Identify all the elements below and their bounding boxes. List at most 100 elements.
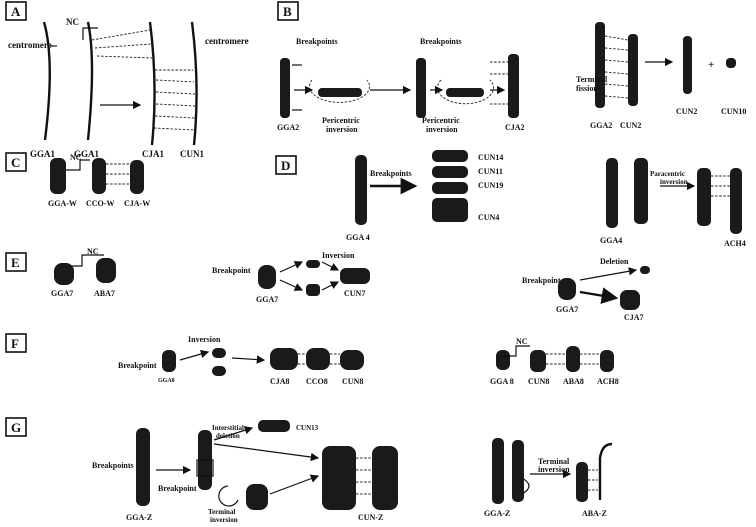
aba8-chromosome [566, 346, 580, 372]
panel-a-nc-bracket [82, 27, 98, 40]
cun11-label: CUN11 [478, 167, 503, 176]
paracentric-label: Paracentric [650, 170, 685, 178]
cun7-chromosome [340, 268, 370, 284]
cun10-label: CUN10 [721, 107, 746, 116]
panel-a-nc-label: NC [66, 17, 79, 27]
panel-c: C NC GGA-W CCO-W CJA-W [5, 152, 150, 208]
pericentric-a-label: Pericentric [322, 116, 360, 125]
gga1-a-label: GGA1 [30, 149, 56, 159]
aba7-chromosome [96, 258, 116, 283]
cja2-chromosome [508, 54, 519, 118]
e-inversion-label: Inversion [322, 251, 355, 260]
centromere-right-label: centromere [205, 36, 249, 46]
panel-g-label-box [5, 417, 27, 437]
cun8-b-chromosome [530, 350, 546, 372]
g-deletion-label: deletion [216, 432, 240, 440]
gga-z-label: GGA-Z [126, 513, 152, 522]
gga4-label: GGA 4 [346, 233, 370, 242]
cun2-a-chromosome [628, 34, 638, 106]
e-inverted-fragment [306, 260, 320, 268]
g-inversion-loop [521, 477, 530, 495]
ach4-chromosome [730, 168, 742, 234]
panel-c-homology-lines [106, 163, 130, 185]
panel-d-label-box [275, 155, 297, 175]
panel-b-label-box [277, 1, 299, 21]
cun19-label: CUN19 [478, 181, 503, 190]
e-nc-label: NC [87, 247, 99, 256]
f-breakpoint-label: Breakpoint [118, 361, 157, 370]
cja1-label: CJA1 [142, 149, 164, 159]
inversion-a-label: inversion [326, 125, 358, 134]
gga8-b-label: GGA 8 [490, 377, 514, 386]
cun7-label: CUN7 [344, 289, 365, 298]
panel-d-letter: D [281, 158, 290, 173]
g-terminal-b-label: Terminal [538, 457, 570, 466]
inversion-b-label: inversion [426, 125, 458, 134]
cco8-chromosome [306, 348, 330, 370]
cun13-label: CUN13 [296, 424, 319, 432]
gga4-chromosome [355, 155, 367, 225]
panel-a-letter: A [11, 4, 21, 19]
cun1-label: CUN1 [180, 149, 204, 159]
panel-g: G Breakpoints Breakpoint Interstitial de… [5, 417, 613, 524]
g-terminal-inversion-curve [218, 485, 239, 507]
g-breakpoint-label: Breakpoint [158, 484, 197, 493]
e-deletion-label: Deletion [600, 257, 629, 266]
cun11-chromosome [432, 166, 468, 178]
g-arrow-cunz-2 [269, 474, 320, 495]
cun19-chromosome [432, 182, 468, 194]
cja-w-chromosome [130, 160, 144, 194]
panel-a: A centromere NC centromere GGA1 GGA1 CJA… [5, 1, 249, 159]
cja-w-label: CJA-W [124, 199, 150, 208]
panel-a-label-box [5, 1, 27, 21]
f-inversion-label: Inversion [188, 335, 221, 344]
e-arrow-merge-1 [321, 261, 340, 271]
centromere-left-label: centromere [8, 40, 52, 50]
gga2-b-label: GGA2 [590, 121, 612, 130]
gga2-b-chromosome [595, 22, 605, 108]
cun14-label: CUN14 [478, 153, 503, 162]
pericentric-b-chromosome [446, 88, 484, 97]
panel-e-letter: E [11, 255, 20, 270]
cun-z-label: CUN-Z [358, 513, 383, 522]
interstitial-label: Interstitial [212, 424, 244, 432]
gga4-b-label: GGA4 [600, 236, 622, 245]
panel-e: E NC GGA7 ABA7 Breakpoint Inversion GGA7… [5, 247, 650, 322]
gga7-c-label: GGA7 [556, 305, 578, 314]
aba-z-a-chromosome [576, 462, 588, 502]
cun4-label: CUN4 [478, 213, 499, 222]
gga4-b-chromosome [606, 158, 618, 228]
cja7-label: CJA7 [624, 313, 644, 322]
c-nc-bracket [66, 159, 90, 171]
terminal-label: Terminal [576, 75, 608, 84]
gga7-b-label: GGA7 [256, 295, 278, 304]
f-inverted-fragment [212, 348, 226, 358]
cun-z-a-chromosome [322, 446, 356, 510]
pericentric-b-label: Pericentric [422, 116, 460, 125]
cun13-chromosome [258, 420, 290, 432]
cja7-chromosome [620, 290, 640, 310]
f-nc-label: NC [516, 337, 528, 346]
g-highlight-box [196, 459, 214, 477]
panel-b-homology-lines [490, 61, 508, 105]
gga7-b-chromosome [258, 265, 276, 289]
e-remaining-fragment [306, 284, 320, 296]
cun8-label: CUN8 [342, 377, 363, 386]
aba-z-chromosome [598, 442, 613, 500]
pericentric-a-chromosome [318, 88, 362, 97]
gga7-chromosome [54, 263, 74, 285]
fission-homology-lines [604, 35, 629, 99]
cun14-chromosome [432, 150, 468, 162]
ach4-label: ACH4 [724, 239, 746, 248]
cun8-b-label: CUN8 [528, 377, 549, 386]
gga-z-b-label: GGA-Z [484, 509, 510, 518]
cja8-chromosome [270, 348, 298, 370]
f-nc-homology-lines [546, 353, 600, 365]
cun8-chromosome [340, 350, 364, 370]
panel-b: B Breakpoints Breakpoints GGA2 Pericentr… [277, 1, 746, 134]
panel-a-homology-lines [91, 29, 196, 131]
gga7-c-chromosome [558, 278, 576, 300]
gga8-chromosome [162, 350, 176, 372]
g-terminal-fragment [246, 484, 268, 510]
panel-b-letter: B [283, 4, 292, 19]
